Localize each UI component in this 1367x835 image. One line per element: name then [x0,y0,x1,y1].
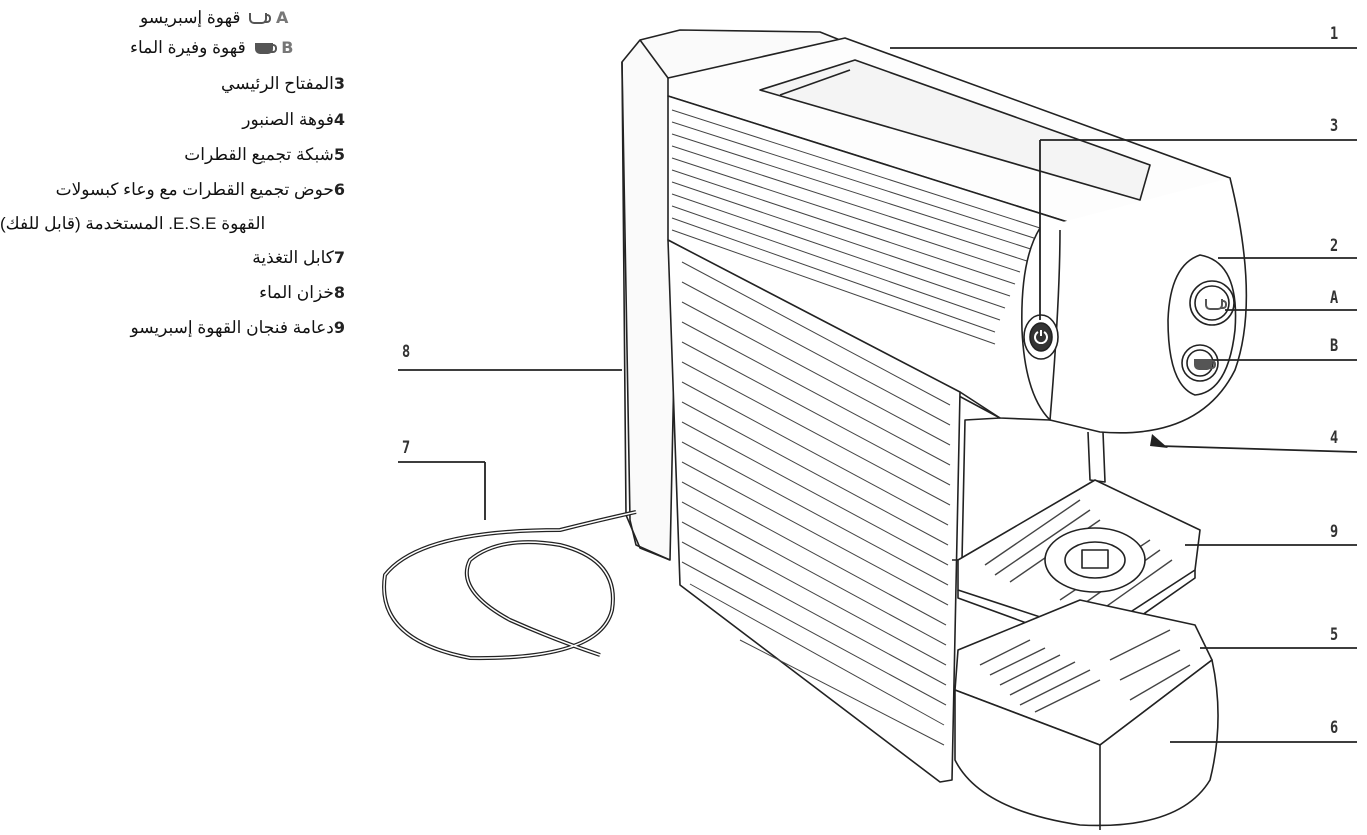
long-coffee-cup-icon [254,43,277,55]
callout-1: 1 [1330,24,1339,44]
callout-2: 2 [1330,236,1339,256]
callout-5: 5 [1330,625,1339,645]
callout-3: 3 [1330,116,1339,136]
legend-item-3: 3المفتاح الرئيسي [221,74,345,93]
callout-9: 9 [1330,522,1339,542]
espresso-button[interactable] [1201,293,1227,313]
legend-a-text: قهوة إسبريسو [140,8,241,27]
callout-a: A [1330,288,1339,308]
long-coffee-button[interactable] [1190,353,1216,373]
legend-a-letter: A [276,8,289,27]
drip-tray [954,659,1219,827]
legend-item-7: 7كابل التغذية [252,248,345,267]
spout [1087,431,1106,483]
power-cable [382,510,637,661]
espresso-button-icon [1205,298,1227,310]
callout-8: 8 [402,342,411,362]
legend-item-6-cont: القهوة E.S.E. المستخدمة (قابل للفك) [0,214,266,233]
callout-4: 4 [1330,428,1339,448]
callout-6: 6 [1330,718,1339,738]
legend-b-text: قهوة وفيرة الماء [130,38,246,57]
espresso-cup-icon [249,13,272,25]
front-panel [667,239,961,783]
legend-item-8: 8خزان الماء [259,283,345,302]
legend-b-letter: B [281,38,294,57]
legend-item-4: 4فوهة الصنبور [242,110,345,129]
power-icon[interactable] [1033,328,1049,345]
long-coffee-button-icon [1194,358,1216,370]
legend-item-5: 5شبكة تجميع القطرات [184,145,345,164]
legend-item-9: 9دعامة فنجان القهوة إسبريسو [130,318,345,337]
legend-b: قهوة وفيرة الماء B [130,38,293,58]
legend-item-6: 6حوض تجميع القطرات مع وعاء كبسولات [55,180,345,199]
legend-a: قهوة إسبريسو A [140,8,288,28]
callout-7: 7 [402,438,411,458]
callout-b: B [1330,336,1339,356]
